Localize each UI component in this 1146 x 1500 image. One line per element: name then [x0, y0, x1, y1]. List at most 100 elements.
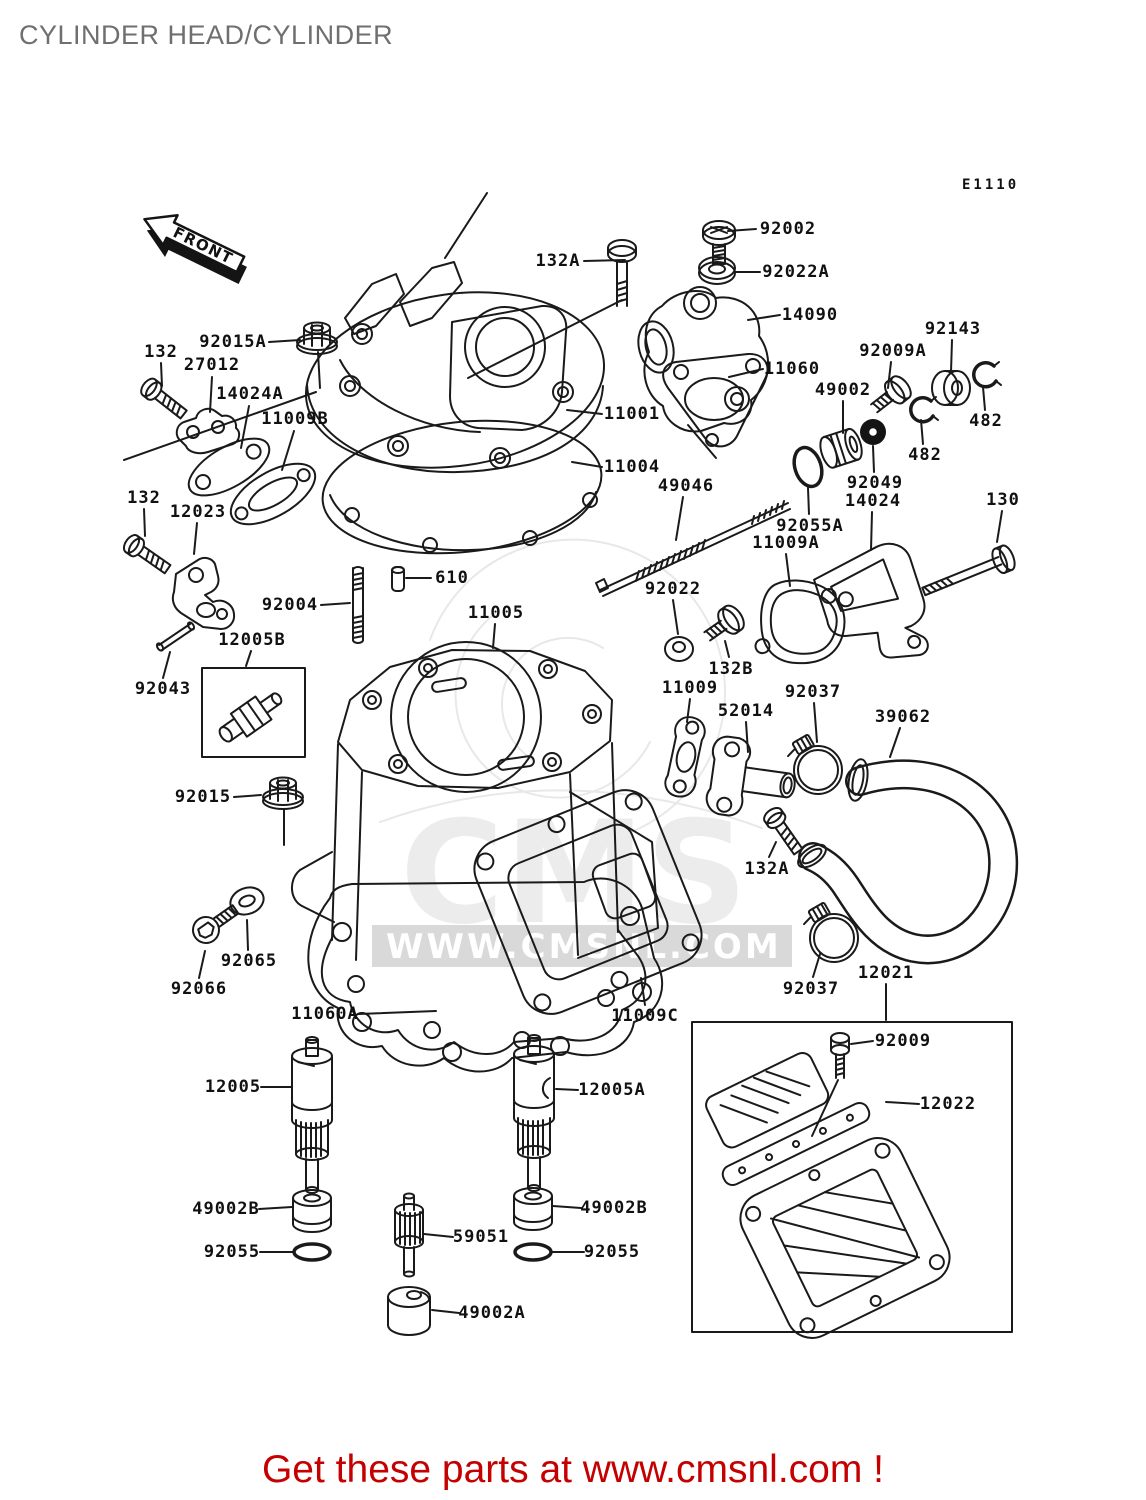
leader-line-92004 [320, 602, 351, 606]
gasket-11009-drawing [664, 716, 706, 798]
leader-line-11005 [492, 623, 496, 649]
bolt-132-top-drawing [137, 374, 191, 424]
leader-line-132A [583, 259, 626, 262]
watermark-band [372, 925, 792, 967]
holder-14024-drawing [813, 542, 929, 659]
nut-92015A-drawing [296, 321, 338, 355]
reed-valve-box-12021 [691, 1021, 1013, 1339]
part-label-11009: 11009 [661, 678, 719, 698]
leader-line-92049 [872, 445, 875, 473]
part-label-92009: 92009 [874, 1031, 932, 1051]
part-label-92022A: 92022A [762, 262, 830, 282]
leader-line-92037 [813, 702, 818, 743]
page-title: CYLINDER HEAD/CYLINDER [19, 20, 394, 50]
stopper-49002A-drawing [387, 1286, 431, 1336]
part-label-49002: 49002 [814, 380, 872, 400]
part-label-92055: 92055 [583, 1242, 641, 1262]
cylinder-head-11001-drawing [304, 261, 606, 474]
part-label-92015: 92015 [174, 787, 232, 807]
leader-line-132 [160, 362, 163, 387]
part-label-11009A: 11009A [752, 533, 820, 553]
part-label-482: 482 [908, 445, 942, 465]
construction-lines [123, 192, 839, 1137]
leader-lines [143, 228, 1003, 1314]
leader-line-92022 [672, 599, 679, 635]
leader-line-49046 [675, 496, 684, 541]
leader-line-92002 [727, 228, 757, 232]
leader-line-12005B [245, 650, 252, 667]
part-label-59051: 59051 [452, 1227, 510, 1247]
leader-line-14024A [240, 405, 250, 449]
leader-line-92015 [233, 794, 262, 798]
leader-line-59051 [423, 1233, 454, 1238]
leader-line-11009 [686, 698, 691, 723]
screw-92009A-drawing [870, 375, 912, 414]
power-valve-notch [542, 1077, 551, 1099]
rod-49046-drawing [595, 500, 791, 597]
cmsnl-banner-link[interactable]: Get these parts at www.cmsnl.com ! [261, 1448, 885, 1491]
leader-line-11009B [281, 430, 295, 471]
leader-line-11004 [571, 461, 603, 468]
front-arrow: FRONT [143, 214, 247, 285]
part-label-610: 610 [435, 568, 469, 588]
part-label-52014: 52014 [717, 701, 775, 721]
leader-line-92009A [887, 361, 892, 389]
leader-line-52014 [745, 721, 749, 753]
bolt-92066-drawing [192, 904, 240, 944]
leader-line-92055A [807, 487, 810, 515]
leader-line-12022 [885, 1101, 920, 1105]
nut-92015-drawing [262, 776, 304, 810]
part-label-92009A: 92009A [859, 341, 927, 361]
head-gasket-11004-drawing [321, 419, 603, 555]
part-label-14024: 14024 [844, 491, 902, 511]
leader-line-92066 [198, 950, 206, 979]
part-label-92065: 92065 [220, 951, 278, 971]
leader-line-14090 [747, 314, 781, 321]
roller-92143-drawing [931, 370, 971, 406]
leader-line-92015A [268, 339, 301, 343]
watermark: CMS WWW.CMSNL.COM [372, 538, 792, 967]
bolt-92009-drawing [830, 1032, 850, 1079]
part-label-11060: 11060 [763, 359, 821, 379]
part-label-92004: 92004 [261, 595, 319, 615]
part-label-12021: 12021 [857, 963, 915, 983]
part-label-12022: 12022 [919, 1094, 977, 1114]
leader-line-49002B [552, 1205, 582, 1209]
bracket-27012-drawing [175, 407, 241, 455]
gasket-11009B-drawing [229, 462, 317, 526]
part-label-39062: 39062 [874, 707, 932, 727]
leader-line-132 [143, 508, 146, 537]
leader-line-92065 [246, 919, 249, 951]
leader-line-482 [982, 386, 986, 411]
leader-line-11060 [728, 368, 764, 378]
part-label-92143: 92143 [924, 319, 982, 339]
part-label-49002A: 49002A [458, 1303, 526, 1323]
water-pipe-52014-drawing [705, 735, 796, 817]
circlip-482-left-drawing [909, 395, 940, 424]
part-label-49046: 49046 [657, 476, 715, 496]
leader-line-92143 [950, 339, 953, 373]
bolt-132A-mid-drawing [760, 803, 808, 859]
part-label-92037: 92037 [782, 979, 840, 999]
hose-39062-drawing [797, 758, 1019, 965]
oring-92055-right-drawing [513, 1242, 553, 1262]
part-label-132: 132 [144, 342, 178, 362]
leader-line-12005A [555, 1088, 579, 1091]
leader-line-11060A [357, 1010, 437, 1015]
part-label-14090: 14090 [781, 305, 839, 325]
leader-line-132A [768, 841, 777, 858]
bushing-49002B-left-drawing [292, 1189, 332, 1233]
gear-59051-drawing [394, 1192, 424, 1278]
leader-line-11009A [785, 553, 791, 587]
part-label-92049: 92049 [846, 473, 904, 493]
dowel-610-drawing [391, 566, 405, 592]
reed-valve-body-drawing [739, 1137, 951, 1339]
part-label-482: 482 [969, 411, 1003, 431]
leader-line-482 [920, 419, 924, 445]
part-label-27012: 27012 [183, 355, 241, 375]
washer-92022A-drawing [698, 256, 736, 285]
leader-line-132B [724, 640, 730, 658]
cover-gasket-11009A-drawing [754, 579, 854, 665]
power-valve-12005-drawing [291, 1036, 333, 1194]
